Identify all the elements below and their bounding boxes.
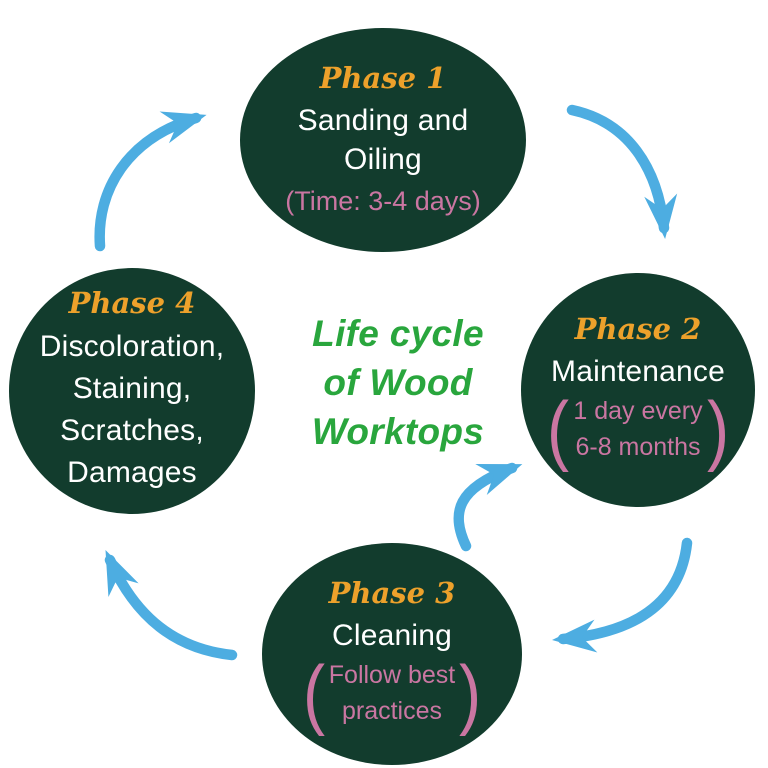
diagram-title-line: Worktops <box>311 410 485 452</box>
phase-4-name-line: Damages <box>67 455 197 489</box>
phase-4-name-line: Discoloration, <box>39 329 225 363</box>
phase-1-name: Sanding and Oiling <box>298 101 469 179</box>
phase-3-detail-lines: Follow best practices <box>327 657 457 730</box>
diagram-title-line: of Wood <box>323 361 473 403</box>
phase-4-name-line: Scratches, <box>60 413 204 447</box>
phase-3-name: Cleaning <box>331 619 453 653</box>
phase-1-label: Phase 1 <box>319 61 447 96</box>
phase-2-detail-lines: 1 day every 6-8 months <box>571 393 704 466</box>
close-paren: ) <box>706 385 729 474</box>
arrow-phase1-to-phase2 <box>566 104 678 239</box>
close-paren: ) <box>459 649 482 738</box>
phase-1-bubble: Phase 1 Sanding and Oiling (Time: 3-4 da… <box>240 28 526 252</box>
phase-2-bubble: Phase 2 Maintenance ( 1 day every 6-8 mo… <box>521 273 755 507</box>
phase-4-name-line: Staining, <box>72 371 192 405</box>
phase-4-label: Phase 4 <box>68 286 196 321</box>
open-paren: ( <box>302 649 325 738</box>
diagram-title-line: Life cycle <box>312 313 484 354</box>
phase-3-detail-line: Follow best <box>328 661 456 690</box>
phase-1-name-line: Oiling <box>344 142 422 176</box>
arrow-phase2-to-phase3 <box>552 537 693 653</box>
phase-2-detail-line: 1 day every <box>573 397 703 426</box>
open-paren: ( <box>547 385 570 474</box>
phase-2-detail-line: 6-8 months <box>575 433 701 462</box>
phase-4-bubble: Phase 4 Discoloration, Staining, Scratch… <box>9 268 255 514</box>
arrow-phase4-to-phase1 <box>94 111 207 252</box>
phase-2-name: Maintenance <box>551 355 725 389</box>
phase-3-bubble: Phase 3 Cleaning ( Follow best practices… <box>262 543 522 765</box>
arrow-phase3-to-phase2 <box>453 462 523 552</box>
phase-1-detail: (Time: 3-4 days) <box>285 185 481 216</box>
phase-3-detail-line: practices <box>341 697 443 726</box>
diagram-title: Life cycle of Wood Worktops <box>284 310 512 456</box>
phase-4-name: Discoloration, Staining, Scratches, Dama… <box>40 326 225 494</box>
phase-2-label: Phase 2 <box>574 312 702 347</box>
phase-2-detail: ( 1 day every 6-8 months ) <box>545 385 730 474</box>
phase-3-label: Phase 3 <box>328 576 456 611</box>
arrow-phase3-to-phase4 <box>104 549 238 661</box>
phase-3-detail: ( Follow best practices ) <box>301 649 483 738</box>
phase-1-name-line: Sanding and <box>297 103 469 137</box>
